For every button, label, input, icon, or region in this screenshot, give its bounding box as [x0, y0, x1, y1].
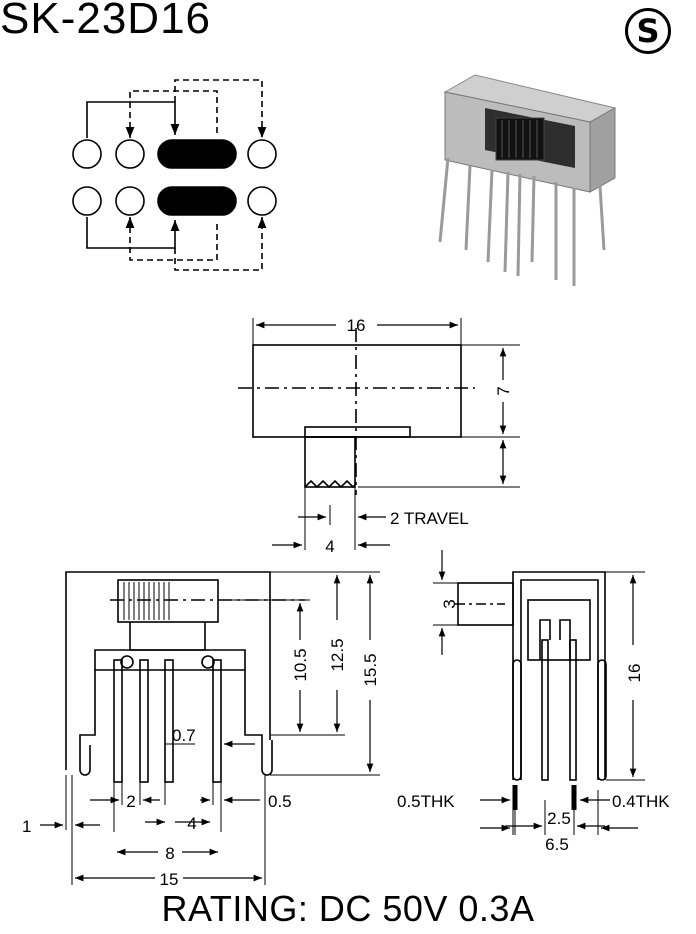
dim-text: 10.5: [291, 648, 310, 681]
side-leg: [79, 670, 96, 776]
pin: [139, 659, 149, 783]
side-pin-leg: [597, 659, 607, 781]
terminal-circle: [115, 186, 145, 216]
dim-text: 0.5THK: [397, 792, 455, 811]
break-line: [304, 479, 356, 489]
front-frame: [65, 571, 271, 770]
dim-text: 12.5: [328, 638, 347, 671]
connection-line: [86, 217, 180, 249]
dim-text: 1: [22, 817, 31, 836]
dashed-connection: [174, 79, 267, 138]
slider-contact: [157, 139, 237, 169]
brand-logo-icon: S: [625, 8, 671, 54]
product-photo: [438, 74, 617, 286]
terminal-circle: [72, 139, 102, 169]
front-actuator-ribs: [123, 582, 170, 620]
side-view-drawing: [433, 550, 645, 835]
slider-contact: [157, 186, 237, 216]
dim-text: 15: [160, 870, 179, 889]
front-actuator: [117, 579, 219, 623]
photo-body-side: [589, 107, 616, 193]
dim-text: 2.5: [547, 809, 571, 828]
dim-text: 8: [165, 844, 174, 863]
top-actuator: [304, 426, 411, 438]
logo-letter: S: [636, 12, 660, 50]
top-actuator-knob: [304, 436, 356, 488]
dashed-connection: [125, 90, 218, 138]
side-frame: [512, 571, 606, 780]
pin: [113, 659, 123, 783]
dim-text: 2 TRAVEL: [390, 509, 469, 528]
rating-label: RATING: DC 50V 0.3A: [161, 888, 535, 929]
photo-actuator: [495, 117, 545, 161]
dim-text: 4: [325, 537, 334, 556]
photo-pins: [438, 157, 606, 286]
side-pin: [541, 639, 549, 781]
schematic-diagram: [72, 79, 277, 271]
dim-text: 6.5: [545, 835, 569, 854]
dim-text: 4: [187, 814, 196, 833]
dashed-connection: [174, 217, 267, 271]
dim-text: 0.5: [268, 792, 292, 811]
pin: [212, 659, 222, 783]
dim-text: 0.4THK: [612, 792, 670, 811]
side-pin-leg: [512, 659, 522, 781]
front-body: [129, 622, 206, 651]
terminal-circle: [247, 139, 277, 169]
terminal-circle: [247, 186, 277, 216]
front-view-drawing: [40, 571, 380, 885]
terminal-circle: [115, 139, 145, 169]
dim-text: 15.5: [361, 653, 380, 686]
dim-text: 2: [126, 792, 135, 811]
pin: [164, 659, 174, 783]
dim-text: 16: [347, 316, 366, 335]
dim-text: 0.7: [172, 726, 196, 745]
terminal-circle: [72, 186, 102, 216]
side-leg: [244, 670, 273, 776]
dashed-connection: [125, 217, 218, 261]
connection-line: [86, 101, 180, 138]
side-pin: [569, 639, 577, 781]
dim-text: 16: [625, 664, 644, 683]
top-view-drawing: [238, 318, 520, 550]
photo-actuator-ribs: [501, 120, 538, 158]
side-frame-inner: [520, 579, 599, 780]
side-body: [527, 599, 591, 661]
dim-text: 7: [494, 386, 513, 395]
model-title: SK-23D16: [0, 0, 212, 43]
top-body-outline: [252, 344, 462, 438]
dim-text: 3: [440, 599, 459, 608]
